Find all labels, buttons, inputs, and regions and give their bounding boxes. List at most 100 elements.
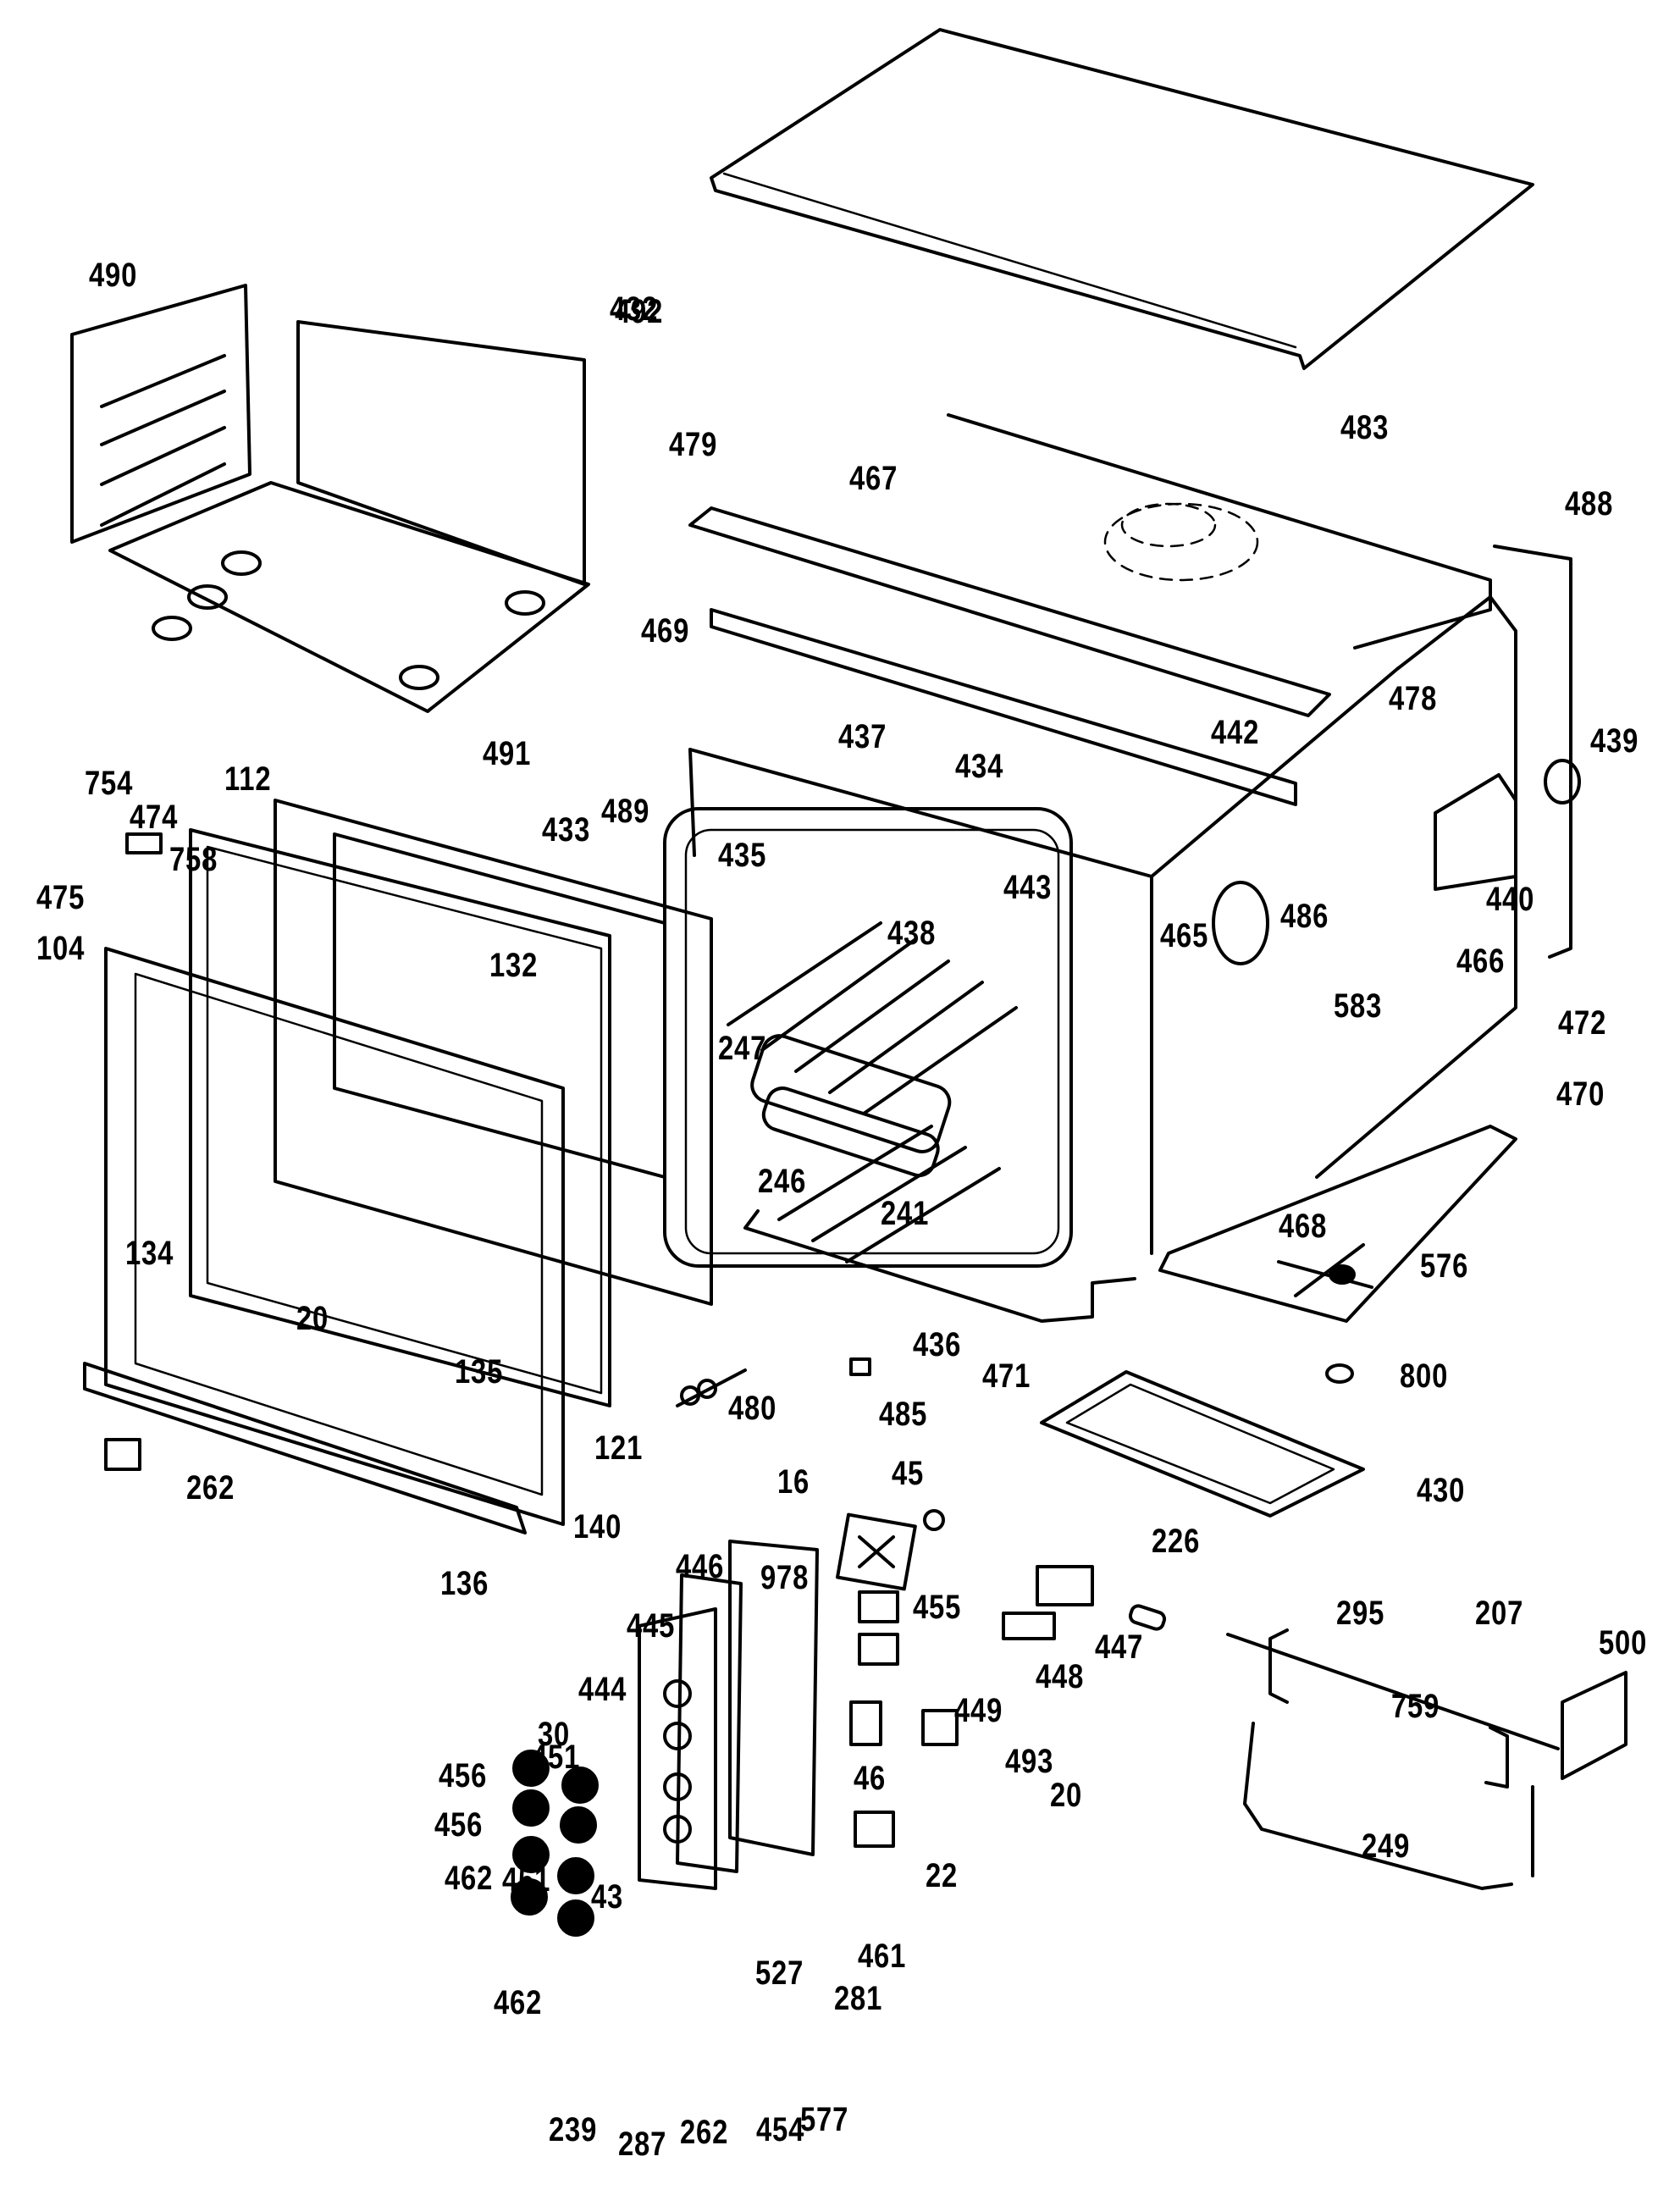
- part-label-134: 134: [125, 1235, 174, 1272]
- side-liner-490: [70, 284, 251, 544]
- part-label-432: 432: [610, 290, 659, 328]
- part-label-478: 478: [1389, 680, 1438, 717]
- base-470: [1158, 1125, 1517, 1323]
- part-label-247: 247: [718, 1030, 767, 1067]
- motor-500: [1561, 1671, 1628, 1780]
- part-label-800: 800: [1400, 1357, 1449, 1395]
- part-label-456a: 456: [439, 1757, 488, 1794]
- control-panel-445: [676, 1573, 743, 1873]
- part-576: [1277, 1243, 1373, 1297]
- part-label-444: 444: [578, 1671, 627, 1708]
- part-label-451a: 451: [532, 1739, 581, 1776]
- nut-800: [1325, 1363, 1354, 1384]
- bracket-440: [1434, 773, 1517, 891]
- part-label-132: 132: [489, 947, 539, 984]
- part-label-475: 475: [36, 879, 86, 916]
- part-label-527: 527: [755, 1954, 804, 1992]
- switches: [849, 1565, 1094, 1848]
- part-label-445: 445: [627, 1607, 676, 1645]
- part-label-121: 121: [594, 1429, 644, 1467]
- part-label-455: 455: [913, 1589, 962, 1626]
- top-panel-432: [710, 28, 1534, 370]
- part-label-20-door: 20: [296, 1300, 329, 1337]
- part-label-440: 440: [1486, 881, 1535, 918]
- control-housing-444: [638, 1607, 717, 1890]
- part-label-449: 449: [954, 1692, 1003, 1729]
- part-label-104: 104: [36, 930, 86, 967]
- hinge-104: [125, 832, 163, 854]
- door-back-112: [274, 799, 713, 1306]
- part-45: [923, 1509, 945, 1531]
- back-top-483: [947, 413, 1492, 650]
- part-label-493: 493: [1005, 1743, 1054, 1780]
- part-label-454: 454: [756, 2111, 805, 2148]
- part-label-434: 434: [955, 748, 1004, 785]
- door-frame-140: [104, 947, 565, 1526]
- part-label-462a: 462: [445, 1860, 494, 1897]
- part-label-576: 576: [1420, 1247, 1469, 1285]
- part-label-447: 447: [1095, 1628, 1144, 1666]
- oven-racks: [727, 921, 1018, 1263]
- bracket-262: [104, 1438, 141, 1471]
- part-label-207: 207: [1475, 1595, 1524, 1632]
- part-label-446: 446: [676, 1548, 725, 1585]
- part-label-443: 443: [1003, 869, 1053, 906]
- back-panel-488: [1493, 545, 1572, 959]
- top-frame-479: [688, 506, 1331, 806]
- part-485: [849, 1357, 871, 1376]
- part-label-30: 30: [538, 1716, 571, 1753]
- part-label-492: 492: [615, 293, 664, 330]
- part-label-430: 430: [1417, 1472, 1466, 1509]
- back-liner-492: [296, 320, 586, 586]
- part-label-45: 45: [892, 1455, 925, 1492]
- part-label-577: 577: [800, 2101, 849, 2138]
- part-label-474: 474: [130, 799, 179, 836]
- part-label-471: 471: [982, 1357, 1031, 1395]
- part-label-489: 489: [601, 793, 650, 830]
- part-label-436: 436: [913, 1326, 962, 1363]
- part-label-479: 479: [669, 426, 718, 463]
- broiler-pan-430: [1040, 1370, 1365, 1518]
- part-label-466: 466: [1456, 943, 1506, 980]
- part-480: [676, 1368, 747, 1407]
- part-label-470: 470: [1556, 1075, 1605, 1113]
- part-label-135: 135: [455, 1353, 504, 1391]
- part-label-491: 491: [483, 735, 532, 772]
- control-panel-446: [728, 1540, 819, 1856]
- rotisserie-support-249: [1243, 1722, 1534, 1890]
- part-label-485: 485: [879, 1396, 928, 1433]
- part-label-486: 486: [1280, 898, 1329, 935]
- part-label-451b: 451: [502, 1861, 551, 1899]
- part-label-465: 465: [1160, 917, 1209, 954]
- part-label-437: 437: [838, 718, 887, 755]
- part-label-249: 249: [1362, 1827, 1411, 1865]
- part-label-468: 468: [1279, 1208, 1328, 1245]
- part-label-759: 759: [1391, 1688, 1440, 1725]
- part-label-136: 136: [440, 1565, 489, 1602]
- door-inner-132: [333, 832, 666, 1179]
- bottom-liner-491: [108, 481, 590, 713]
- rotisserie-spit-295: [1128, 1604, 1560, 1789]
- part-label-469: 469: [641, 612, 690, 650]
- part-label-442: 442: [1211, 714, 1260, 751]
- part-label-480: 480: [728, 1390, 777, 1427]
- bake-element-436: [743, 1209, 1136, 1323]
- part-label-43: 43: [591, 1878, 624, 1916]
- part-label-140: 140: [573, 1508, 622, 1545]
- part-label-239: 239: [549, 2111, 598, 2148]
- part-label-467: 467: [849, 460, 898, 497]
- part-label-112: 112: [224, 760, 272, 798]
- part-label-226: 226: [1152, 1523, 1201, 1560]
- part-label-433: 433: [542, 811, 591, 849]
- part-label-488: 488: [1565, 485, 1614, 522]
- knobs: [511, 1750, 599, 1937]
- part-label-22: 22: [926, 1857, 959, 1894]
- knob-439: [1544, 759, 1581, 804]
- part-label-500: 500: [1599, 1624, 1648, 1661]
- part-label-462b: 462: [494, 1984, 543, 2021]
- clock-16: [836, 1512, 917, 1591]
- part-label-583: 583: [1334, 987, 1383, 1025]
- part-label-16: 16: [777, 1463, 810, 1501]
- part-label-281: 281: [834, 1980, 883, 2017]
